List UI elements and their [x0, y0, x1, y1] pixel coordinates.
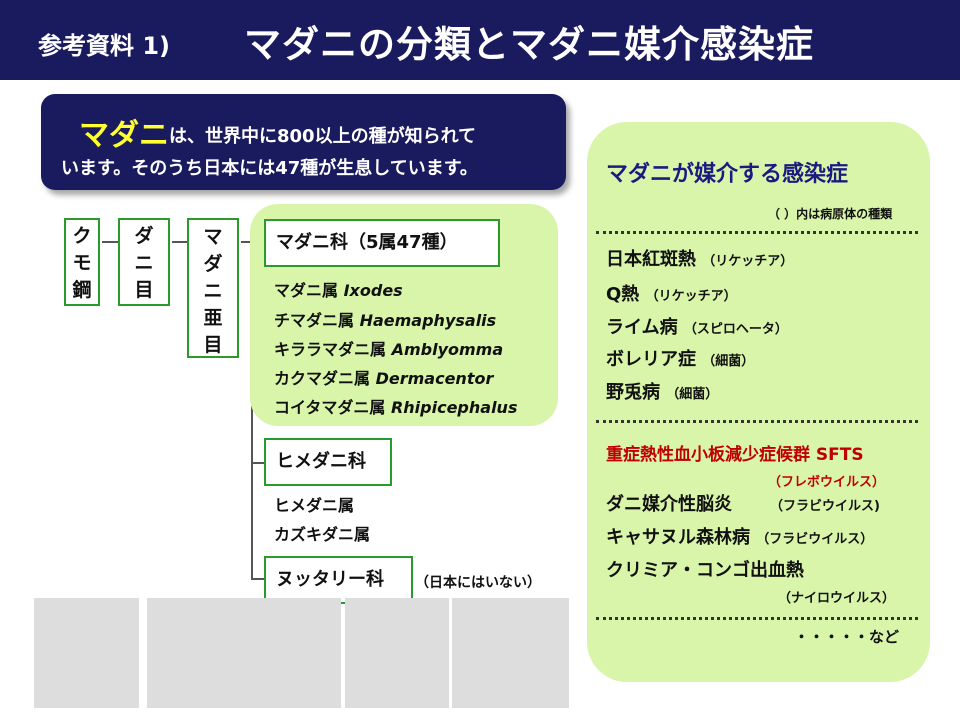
disease-item: Q熱 （リケッチア） [606, 280, 737, 306]
order-char: 目 [134, 279, 154, 301]
class-char: モ [72, 252, 92, 274]
suborder-char: ニ [203, 280, 223, 302]
tick-photo-3 [230, 598, 341, 708]
page-title: マダニの分類とマダニ媒介感染症 [244, 23, 814, 66]
disease-pathogen: （スピロヘータ） [683, 322, 788, 337]
pathogen-note: （ ）内は病原体の種類 [768, 207, 893, 221]
dotted-divider-3 [596, 617, 918, 620]
suborder-char: 目 [203, 334, 223, 356]
tick-photo-2 [147, 598, 230, 708]
branch-nuttalliellidae [251, 578, 265, 580]
disease-name: キャサヌル森林病 [606, 527, 750, 548]
disease-item: ボレリア症 （細菌） [606, 345, 754, 371]
disease-pathogen: （リケッチア） [702, 254, 794, 269]
disease-item: ライム病 （スピロヘータ） [606, 313, 788, 339]
tick-photo-5 [452, 598, 569, 708]
disease-pathogen: （細菌） [666, 387, 719, 402]
diseases-title: マダニが媒介する感染症 [606, 162, 849, 187]
connector-suborder-tree [241, 241, 251, 243]
suborder-box: マ ダ ニ 亜 目 [187, 218, 239, 358]
disease-item: ダニ媒介性脳炎 [606, 490, 732, 516]
genus-latin: Rhipicephalus [390, 398, 518, 417]
suborder-char: マ [203, 226, 223, 248]
connector-class-order [102, 241, 118, 243]
disease-name: ダニ媒介性脳炎 [606, 494, 732, 515]
argasidae-genus-2: カズキダニ属 [274, 525, 371, 544]
genus-latin: Haemaphysalis [359, 311, 497, 330]
suborder-char: 亜 [203, 307, 223, 329]
genus-ja: チマダニ属 [274, 311, 355, 330]
disease-pathogen: （フラビウイルス） [756, 532, 874, 547]
tick-photo-1 [34, 598, 139, 708]
disease-item: 野兎病 （細菌） [606, 378, 718, 404]
disease-item: クリミア・コンゴ出血熱 [606, 556, 804, 582]
genus-ja: マダニ属 [274, 281, 339, 300]
family-argasidae-box: ヒメダニ科 [264, 438, 392, 486]
genus-item: コイタマダニ属 Rhipicephalus [274, 394, 517, 418]
genus-item: マダニ属 Ixodes [274, 277, 403, 301]
genus-latin: Amblyomma [391, 340, 504, 359]
genus-ja: カクマダニ属 [274, 369, 371, 388]
disease-pathogen: （フラビウイルス) [770, 499, 880, 514]
order-char: ニ [134, 252, 154, 274]
disease-name: Q熱 [606, 284, 640, 305]
disease-pathogen: （細菌） [702, 354, 755, 369]
family-ixodidae-box: マダニ科（5属47種） [264, 219, 500, 267]
intro-box: マダニは、世界中に800以上の種が知られて います。そのうち日本には47種が生息… [41, 94, 566, 190]
order-box: ダ ニ 目 [118, 218, 170, 306]
disease-name: ライム病 [606, 317, 678, 338]
intro-line-1: マダニは、世界中に800以上の種が知られて [79, 110, 476, 154]
disease-name: ボレリア症 [606, 349, 696, 370]
diseases-panel [587, 122, 930, 682]
intro-line-1-text: は、世界中に800以上の種が知られて [169, 126, 477, 147]
intro-line-2: います。そのうち日本には47種が生息しています。 [61, 158, 478, 179]
genus-item: カクマダニ属 Dermacentor [274, 365, 493, 389]
genus-item: キララマダニ属 Amblyomma [274, 336, 503, 360]
genus-latin: Ixodes [343, 281, 403, 300]
disease-pathogen: （リケッチア） [645, 289, 737, 304]
disease-sfts: 重症熱性血小板減少症候群 SFTS [606, 445, 864, 465]
disease-item: キャサヌル森林病 （フラビウイルス） [606, 523, 873, 549]
genus-latin: Dermacentor [375, 369, 494, 388]
disease-name: クリミア・コンゴ出血熱 [606, 560, 804, 581]
branch-argasidae [251, 462, 265, 464]
disease-name: 日本紅斑熱 [606, 249, 696, 270]
argasidae-genus-1: ヒメダニ属 [274, 496, 355, 515]
disease-pathogen: （ナイロウイルス） [778, 591, 896, 606]
dotted-divider-2 [596, 420, 918, 423]
title-bar: 参考資料 1) マダニの分類とマダニ媒介感染症 [0, 0, 960, 80]
disease-item: 日本紅斑熱 （リケッチア） [606, 245, 793, 271]
sfts-pathogen: （フレボウイルス） [768, 475, 886, 490]
class-box: ク モ 鋼 [64, 218, 100, 306]
genus-ja: コイタマダニ属 [274, 398, 386, 417]
class-char: 鋼 [72, 279, 92, 301]
tick-photo-4 [345, 598, 449, 708]
etc-label: ・・・・・など [794, 628, 900, 646]
connector-order-suborder [172, 241, 187, 243]
intro-highlight: マダニ [79, 118, 169, 153]
title-prefix: 参考資料 1) [38, 32, 171, 60]
genus-ja: キララマダニ属 [274, 340, 387, 359]
disease-name: 野兎病 [606, 382, 660, 403]
class-char: ク [72, 225, 92, 247]
family-nuttalliellidae-box: ヌッタリー科 [264, 556, 413, 604]
suborder-char: ダ [203, 253, 223, 275]
order-char: ダ [134, 225, 154, 247]
genus-item: チマダニ属 Haemaphysalis [274, 307, 496, 331]
nuttalliellidae-note: （日本にはいない） [415, 575, 541, 591]
dotted-divider-1 [596, 231, 918, 234]
